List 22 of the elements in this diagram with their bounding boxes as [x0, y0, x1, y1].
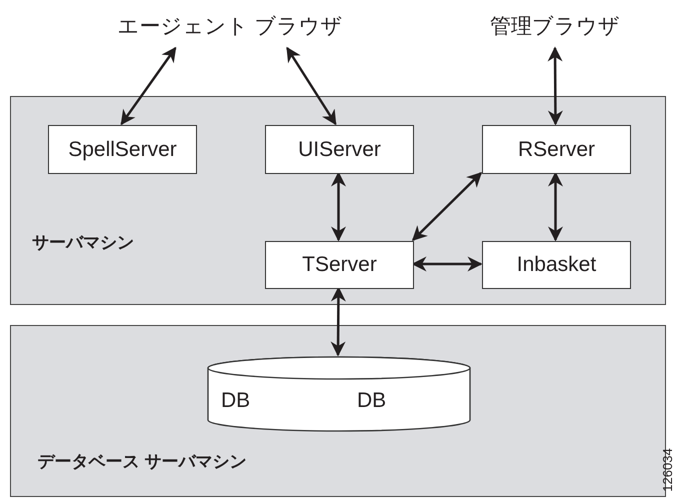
arrow — [548, 46, 563, 126]
database-label: DB — [357, 388, 386, 414]
arrow — [548, 172, 563, 242]
panel-label: データベース サーバマシン — [36, 451, 248, 473]
arrow — [286, 46, 337, 126]
arrow — [330, 286, 346, 356]
arrow — [120, 46, 176, 126]
process-box: SpellServer — [48, 125, 197, 174]
browser-label: 管理ブラウザ — [480, 14, 630, 48]
database-cylinder — [207, 356, 471, 432]
process-box: Inbasket — [482, 241, 631, 289]
process-box: RServer — [482, 125, 631, 174]
process-box: UIServer — [265, 125, 414, 174]
arrow — [412, 172, 482, 242]
arrow — [331, 172, 346, 242]
panel-label: サーバマシン — [31, 232, 135, 254]
server-panel — [10, 96, 666, 305]
database-label: DB — [221, 388, 250, 414]
browser-label: エージェント ブラウザ — [100, 14, 360, 48]
arrow — [412, 256, 482, 272]
figure-number: 126034 — [661, 448, 675, 492]
process-box: TServer — [265, 241, 414, 289]
